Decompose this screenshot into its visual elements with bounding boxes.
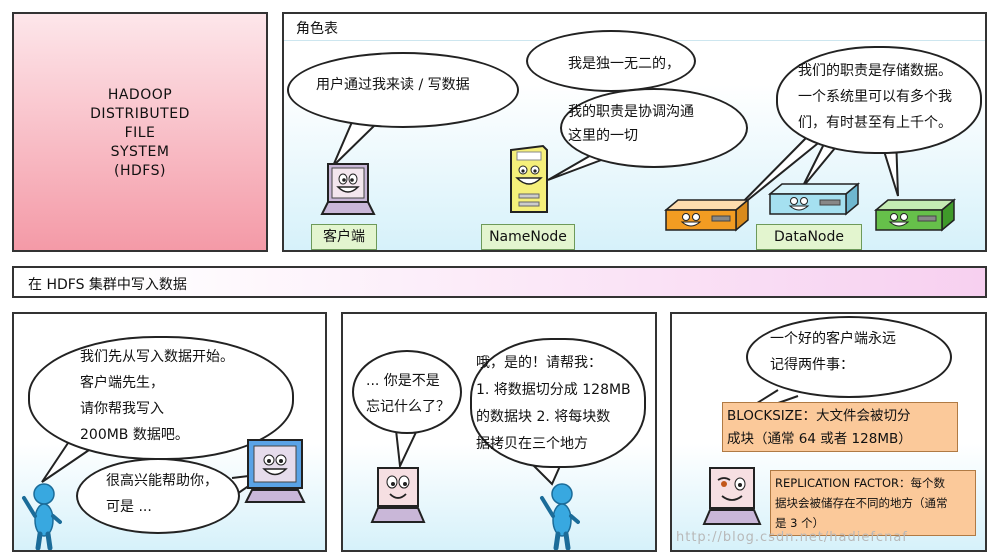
replication-note-text: REPLICATION FACTOR：每个数 据块会被储存在不同的地方（通常 是… [775,476,948,530]
panel-b-user-bubble [470,338,646,468]
namenode-speech-bubble-top [526,30,696,92]
namenode-server-icon [510,144,548,213]
title-line: FILE [124,125,156,141]
namenode-speech-bubble-bottom [560,88,748,168]
panel-a-client-text: 很高兴能帮助你， 可是 ... [106,473,218,515]
panel-a-user-text: 我们先从写入数据开始。 客户端先生， 请你帮我写入 200MB 数据吧。 [80,349,234,443]
panel-b-user-figure-icon [540,483,580,550]
blocksize-note-text: BLOCKSIZE：大文件会被切分 成块（通常 64 或者 128MB） [727,408,912,447]
datanode-orange-icon [663,198,751,232]
datanode-speech-text: 我们的职责是存储数据。 一个系统里可以有多个我 们，有时甚至有上千个。 [798,63,952,131]
title-panel: HADOOP DISTRIBUTED FILE SYSTEM (HDFS) [12,12,268,252]
namenode-label: NameNode [481,224,575,250]
title-line: HADOOP [107,87,173,103]
panel-a-user-tail [41,439,93,483]
title-line: DISTRIBUTED [90,106,190,122]
namenode-speech-text: 我是独一无二的， 我的职责是协调沟通 这里的一切 [568,56,694,144]
datanode-label: DataNode [756,224,862,250]
datanode-green-icon [873,198,957,232]
panel-b-client-tail [395,427,419,470]
panel-c-client-laptop-icon [702,467,762,525]
panel-a-client-computer-icon [244,439,306,503]
title-line: (HDFS) [114,163,166,179]
client-laptop-icon [320,163,376,215]
section-title-text: 在 HDFS 集群中写入数据 [28,277,187,293]
panel-b-client-text: ... 你是不是 忘记什么了？ [366,373,450,415]
section-title-bar: 在 HDFS 集群中写入数据 [12,266,987,298]
panel-c-bubble [746,316,952,398]
datanode-blue-icon [767,182,861,216]
title-line: SYSTEM [110,144,170,160]
panel-b-client-bubble [352,350,462,434]
panel-c-bubble-text: 一个好的客户端永远 记得两件事： [770,331,896,373]
blocksize-note: BLOCKSIZE：大文件会被切分 成块（通常 64 或者 128MB） [722,402,958,452]
panel-a-user-figure-icon [22,483,62,550]
roles-header-text: 角色表 [296,21,338,37]
replication-note: REPLICATION FACTOR：每个数 据块会被储存在不同的地方（通常 是… [770,470,976,536]
client-label: 客户端 [311,224,377,250]
panel-a-client-bubble [76,458,240,534]
panel-b-user-text: 哦，是的！请帮我： 1. 将数据切分成 128MB 的数据块 2. 将每块数 据… [476,355,631,452]
watermark: http://blog.csdn.net/hadiefcnaf [676,530,908,545]
panel-b-client-laptop-icon [370,467,426,523]
datanode-speech-bubble [776,46,982,154]
hdfs-title: HADOOP DISTRIBUTED FILE SYSTEM (HDFS) [14,86,266,181]
client-speech-bubble [287,52,519,128]
client-speech-text: 用户通过我来读 / 写数据 [316,77,470,93]
